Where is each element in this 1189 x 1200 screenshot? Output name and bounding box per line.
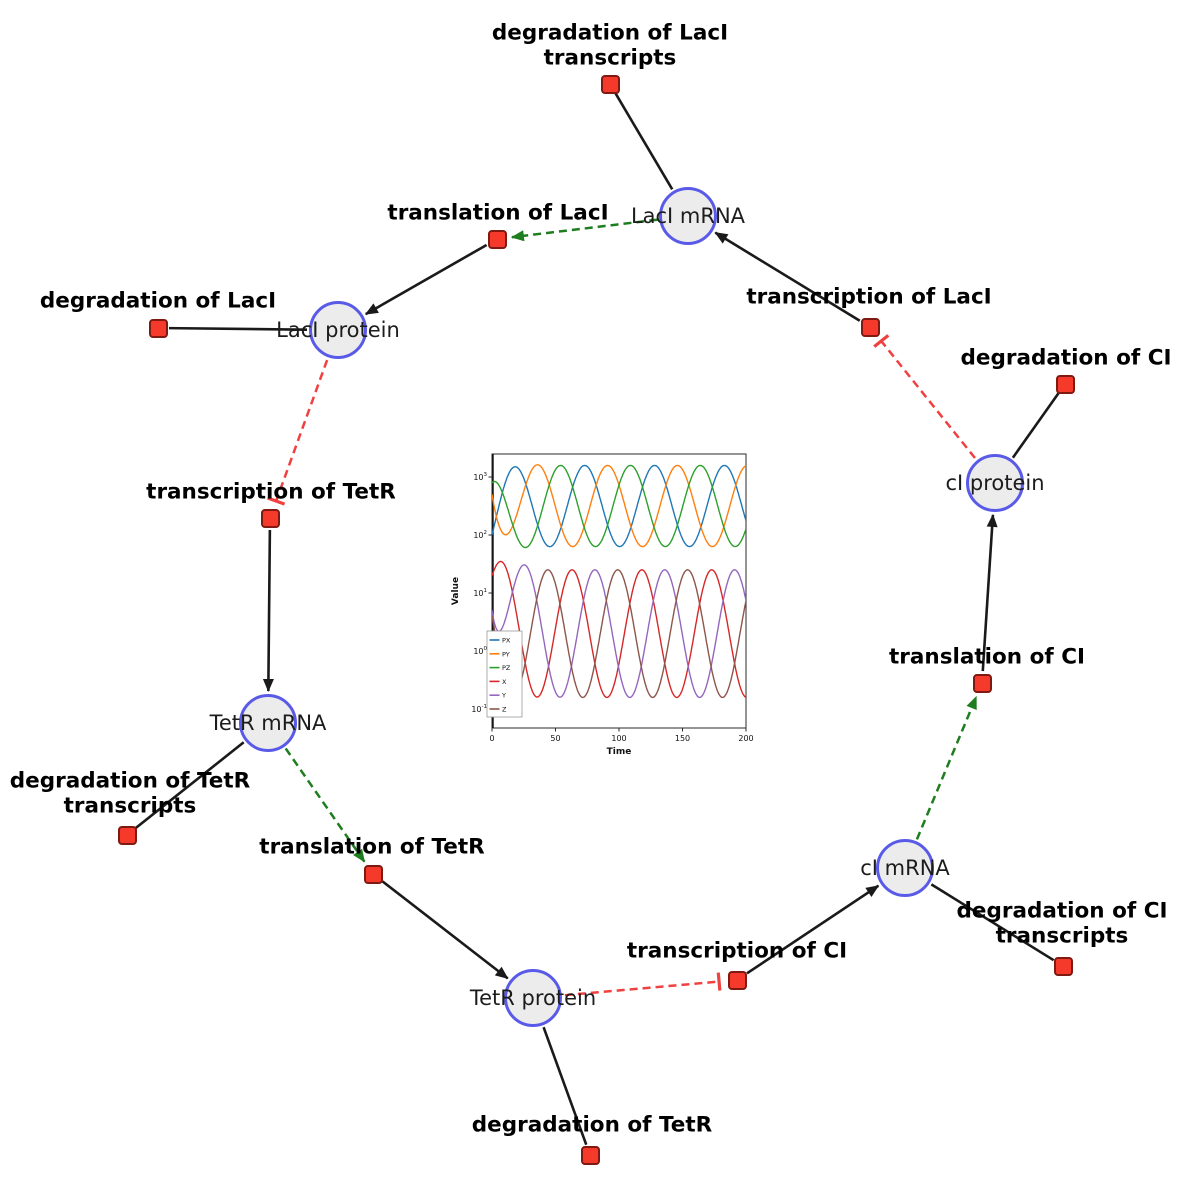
- species-label-ci-protein: cI protein: [945, 471, 1045, 495]
- edge-production-translation-laci-laci-protein: [364, 243, 488, 316]
- legend-label-Z: Z: [502, 706, 507, 714]
- species-node-ci-mrna: [876, 839, 934, 897]
- reaction-node-deg-tetr-transcripts: [117, 825, 137, 845]
- edge-modifier-laci-mrna-translation-laci: [510, 218, 658, 242]
- edge-production-transcription-laci-laci-mrna: [714, 231, 861, 322]
- legend-label-Y: Y: [501, 692, 506, 700]
- reaction-label-translation-tetr: translation of TetR: [259, 834, 485, 860]
- reaction-node-deg-laci-transcripts: [600, 74, 620, 94]
- edge-consumption-tetr-mrna-deg-tetr-transcripts: [134, 741, 245, 830]
- reaction-label-deg-ci: degradation of CI: [960, 345, 1172, 371]
- chart-series-Y: [492, 564, 746, 699]
- reaction-label-translation-ci: translation of CI: [889, 644, 1085, 670]
- reaction-node-transcription-laci: [860, 317, 880, 337]
- species-label-tetr-mrna: TetR mRNA: [209, 711, 327, 735]
- chart-frame: [491, 453, 747, 729]
- x-axis-label: Time: [607, 747, 632, 757]
- y-tick-label: 101: [473, 588, 487, 598]
- edge-production-translation-ci-ci-protein: [981, 513, 998, 672]
- chart-series-X: [492, 560, 746, 699]
- chart-series-PZ: [492, 464, 746, 549]
- edge-consumption-laci-mrna-deg-laci-transcripts: [614, 92, 674, 190]
- reaction-label-deg-tetr: degradation of TetR: [471, 1112, 713, 1138]
- y-tick-label: 100: [473, 646, 487, 656]
- chart-series-Z: [492, 569, 746, 699]
- species-node-laci-protein: [309, 301, 367, 359]
- species-label-laci-protein: LacI protein: [276, 318, 400, 342]
- species-node-tetr-protein: [504, 969, 562, 1027]
- reaction-node-translation-laci: [487, 229, 507, 249]
- reaction-label-transcription-laci: transcription of LacI: [746, 284, 992, 310]
- reaction-node-deg-ci: [1055, 374, 1075, 394]
- reaction-node-deg-ci-transcripts: [1053, 956, 1073, 976]
- y-tick-label: 102: [473, 530, 487, 540]
- reaction-node-translation-ci: [972, 673, 992, 693]
- x-tick-label: 150: [675, 734, 690, 743]
- reaction-label-translation-laci: translation of LacI: [387, 200, 609, 226]
- legend-label-PZ: PZ: [502, 664, 511, 672]
- species-label-ci-mrna: cI mRNA: [860, 856, 950, 880]
- x-tick-label: 0: [489, 734, 494, 743]
- species-label-laci-mrna: LacI mRNA: [630, 204, 746, 228]
- edge-inhibition-ci-protein-transcription-laci: [873, 334, 976, 459]
- legend-label-X: X: [502, 678, 507, 686]
- reaction-node-transcription-ci: [727, 970, 747, 990]
- x-tick-label: 200: [738, 734, 753, 743]
- legend-label-PX: PX: [502, 637, 511, 645]
- chart-series-PX: [492, 464, 746, 548]
- edge-consumption-ci-mrna-deg-ci-transcripts: [930, 883, 1055, 962]
- edge-consumption-tetr-protein-deg-tetr: [542, 1026, 588, 1146]
- species-label-tetr-protein: TetR protein: [469, 986, 597, 1010]
- reaction-label-transcription-ci: transcription of CI: [626, 938, 848, 964]
- species-node-laci-mrna: [659, 187, 717, 245]
- edge-modifier-tetr-mrna-translation-tetr: [284, 747, 366, 863]
- edge-consumption-laci-protein-deg-laci: [168, 326, 308, 331]
- legend-box: [486, 630, 523, 718]
- y-axis-label: Value: [451, 577, 461, 605]
- legend-label-PY: PY: [502, 650, 510, 658]
- x-tick-label: 50: [550, 734, 560, 743]
- chart-legend: PX PY PZ XYZ: [486, 630, 523, 718]
- edge-production-transcription-ci-ci-mrna: [746, 884, 880, 975]
- x-tick-label: 100: [611, 734, 626, 743]
- reaction-node-deg-laci: [148, 318, 168, 338]
- reaction-label-transcription-tetr: transcription of TetR: [146, 479, 396, 505]
- species-node-tetr-mrna: [239, 694, 297, 752]
- y-tick-label: 103: [473, 472, 487, 482]
- reaction-node-translation-tetr: [363, 864, 383, 884]
- reaction-node-deg-tetr: [580, 1145, 600, 1165]
- edge-consumption-ci-protein-deg-ci: [1011, 392, 1060, 459]
- species-node-ci-protein: [966, 454, 1024, 512]
- edge-inhibition-laci-protein-transcription-tetr: [267, 359, 329, 506]
- edge-production-transcription-tetr-tetr-mrna: [262, 529, 274, 693]
- reaction-label-deg-laci: degradation of LacI: [39, 288, 277, 314]
- y-tick-label: 10-1: [471, 704, 487, 714]
- edge-production-translation-tetr-tetr-protein: [381, 880, 509, 980]
- reaction-node-transcription-tetr: [260, 508, 280, 528]
